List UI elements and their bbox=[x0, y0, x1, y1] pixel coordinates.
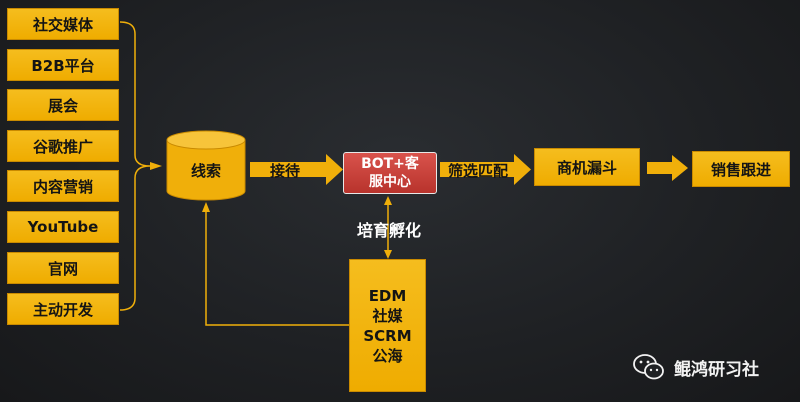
screening-label: 筛选匹配 bbox=[448, 162, 509, 180]
bot-label-line2: 服中心 bbox=[368, 174, 411, 190]
lead-cylinder bbox=[166, 130, 246, 201]
channel-item: EDM bbox=[368, 286, 407, 305]
sales-followup-box: 销售跟进 bbox=[692, 151, 790, 187]
reception-label: 接待 bbox=[270, 162, 301, 180]
source-box: 社交媒体 bbox=[7, 8, 119, 40]
opportunity-funnel-box: 商机漏斗 bbox=[534, 148, 640, 186]
nurture-label: 培育孵化 bbox=[357, 221, 422, 240]
source-box: B2B平台 bbox=[7, 49, 119, 81]
channel-item: 公海 bbox=[372, 346, 403, 365]
arrow-screening bbox=[440, 154, 531, 185]
source-box: 官网 bbox=[7, 252, 119, 284]
nurture-channels-box: EDM 社媒 SCRM 公海 bbox=[349, 259, 426, 392]
nurture-connector bbox=[384, 196, 392, 259]
arrow-followup bbox=[647, 155, 688, 181]
source-box: 谷歌推广 bbox=[7, 130, 119, 162]
channel-item: 社媒 bbox=[372, 306, 403, 325]
bot-service-center: BOT+客 服中心 bbox=[343, 152, 437, 194]
source-box: 展会 bbox=[7, 89, 119, 121]
watermark: 鲲鸿研习社 bbox=[632, 352, 759, 382]
source-bracket bbox=[119, 21, 151, 311]
channel-item: SCRM bbox=[363, 326, 412, 345]
arrow-reception bbox=[250, 154, 343, 185]
bot-label-line1: BOT+客 bbox=[361, 156, 419, 172]
lead-label: 线索 bbox=[190, 162, 221, 180]
source-box: 内容营销 bbox=[7, 170, 119, 202]
bracket-arrow bbox=[150, 162, 162, 170]
watermark-text: 鲲鸿研习社 bbox=[674, 359, 759, 380]
wechat-icon bbox=[633, 354, 664, 380]
source-box: 主动开发 bbox=[7, 293, 119, 325]
return-loop bbox=[202, 202, 349, 326]
source-box: YouTube bbox=[7, 211, 119, 243]
